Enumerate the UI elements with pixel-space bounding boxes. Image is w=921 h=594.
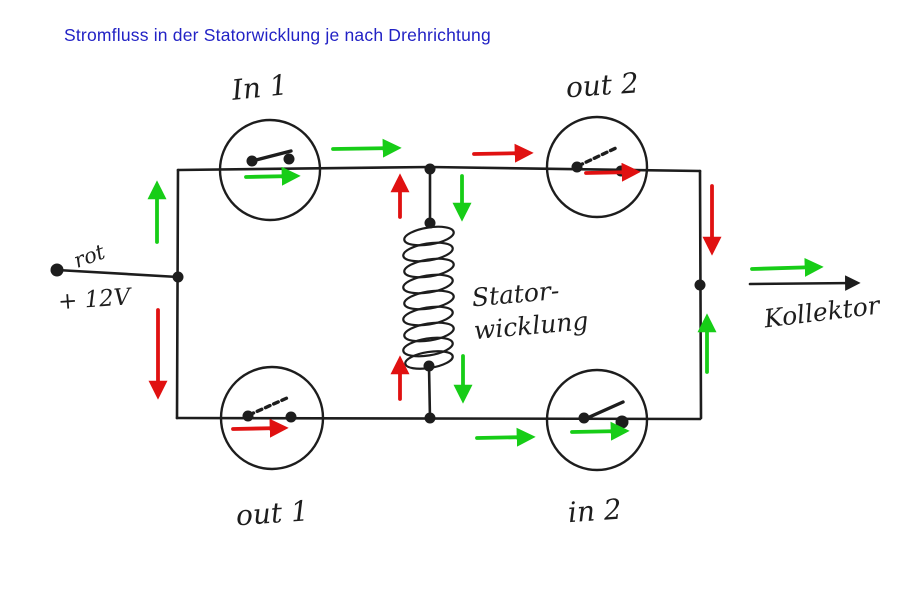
switch-out2-lever [576, 145, 620, 168]
red-arrow-switch-out1 [231, 418, 289, 438]
green-arrow-top-wire-right [331, 138, 402, 158]
switch-out2-circle [545, 115, 649, 219]
source-voltage-label: + 12V [57, 284, 133, 315]
wire-bottom [175, 416, 702, 421]
green-arrow-output-right [750, 257, 824, 277]
switch-in2-lever [583, 400, 625, 421]
coil-label-line2: wicklung [473, 306, 590, 345]
junction-dot [423, 360, 435, 372]
red-flow-arrows [148, 143, 722, 438]
output-label: Kollektor [761, 290, 883, 333]
junction-dot [424, 217, 436, 229]
green-arrow-bottom-wire-right [475, 427, 536, 447]
red-arrow-top-wire-right [472, 143, 534, 163]
switch-in1-lever [250, 149, 293, 163]
handwritten-labels: In 1 out 2 out 1 in 2 rot + 12V Stator- … [57, 66, 883, 532]
stator-coil [402, 225, 455, 370]
switch-out2-label: out 2 [565, 66, 640, 104]
switch-out2-contact-left [571, 161, 583, 173]
wire-left [175, 168, 180, 420]
source-terminal-dot [50, 263, 64, 277]
switch-out1-lever [247, 396, 289, 417]
switch-out1-circle [219, 365, 325, 471]
switch-out1-contact-right [285, 411, 297, 423]
junction-dot [172, 271, 184, 283]
wire-coil-bottom-stub [427, 364, 432, 421]
junction-dot [424, 163, 436, 175]
switch-levers [247, 145, 625, 421]
switch-circles [218, 115, 649, 472]
switch-out1-label: out 1 [235, 494, 310, 532]
switch-in2-label: in 2 [567, 493, 623, 530]
switch-in1-circle [218, 118, 322, 222]
junction-dot [694, 279, 706, 291]
green-flow-arrows [147, 138, 824, 447]
page-title: Stromfluss in der Statorwicklung je nach… [64, 25, 491, 45]
junction-dot [424, 412, 436, 424]
switch-in1-contact-left [246, 155, 258, 167]
coil-turn [403, 257, 455, 279]
junction-dots [50, 153, 706, 429]
switch-in2-contact-left [578, 412, 590, 424]
switch-in1-contact-right [283, 153, 295, 165]
coil-turn [403, 321, 455, 343]
coil-turn [402, 336, 454, 358]
coil-label-line1: Stator- [471, 276, 561, 313]
switch-out1-contact-left [242, 410, 254, 422]
coil-turn [403, 289, 455, 311]
switch-in2-contact-right [615, 415, 629, 429]
switch-in1-label: In 1 [229, 68, 289, 107]
switch-in2-circle [545, 368, 649, 472]
green-arrow-switch-in2 [570, 421, 630, 441]
wires [55, 165, 861, 421]
wire-right [698, 169, 703, 420]
source-wire-label: rot [71, 239, 109, 272]
wire-collector-arrow [748, 275, 861, 291]
red-arrow-switch-out2 [584, 162, 641, 182]
wire-source [55, 268, 180, 279]
green-arrow-switch-in1 [244, 166, 301, 186]
